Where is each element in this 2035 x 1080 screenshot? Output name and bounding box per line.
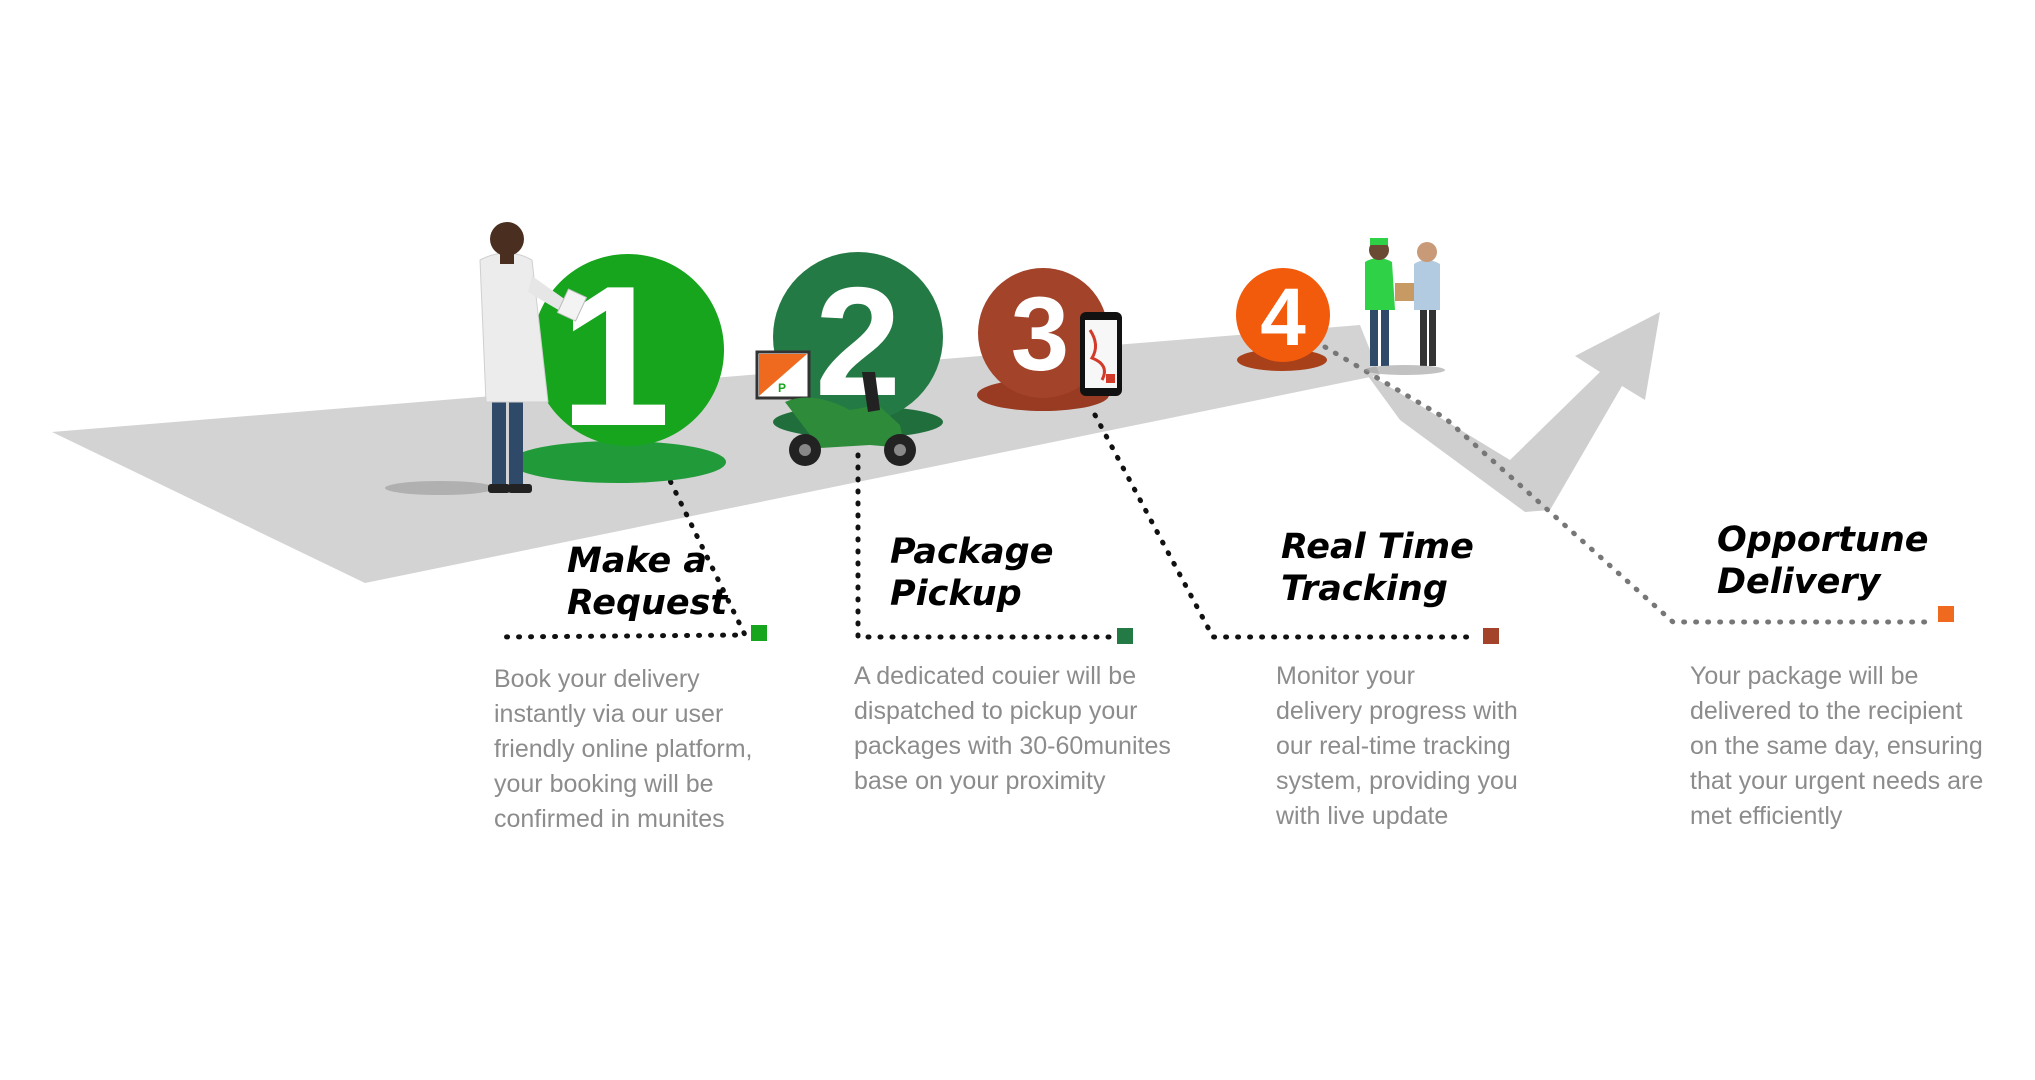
- end-box-1: [751, 625, 767, 641]
- connector-line-1: [495, 457, 749, 640]
- step-1-desc-line: confirmed in munites: [494, 805, 725, 833]
- phone-map-icon: [1080, 312, 1122, 396]
- end-box-3: [1483, 628, 1499, 644]
- step-2-desc-line: dispatched to pickup your: [854, 697, 1138, 725]
- step-3-desc-line: our real-time tracking: [1276, 732, 1511, 760]
- step-3-desc-line: Monitor your: [1276, 662, 1415, 690]
- end-box-2: [1117, 628, 1133, 644]
- step-3-desc-line: delivery progress with: [1276, 697, 1518, 725]
- step-1-number: 1: [559, 245, 670, 468]
- step-3-title-line-2: Tracking: [1281, 569, 1448, 609]
- step-3-number: 3: [1011, 276, 1069, 393]
- connector-line-3: [1092, 412, 1478, 640]
- step-2-circle: [773, 252, 943, 422]
- step-2-desc-line: packages with 30-60munites: [854, 732, 1171, 760]
- step-1-shadow: [510, 441, 726, 483]
- step-3-title: Real Time Tracking: [1281, 526, 1474, 610]
- step-3-circle: [978, 268, 1108, 398]
- step-4-desc-line: that your urgent needs are: [1690, 767, 1984, 795]
- step-2-title-line-2: Pickup: [890, 574, 1022, 614]
- step-1-description: Book your delivery instantly via our use…: [494, 662, 752, 837]
- step-2-desc-line: base on your proximity: [854, 767, 1106, 795]
- step-1-title-line-2: Request: [567, 583, 728, 623]
- step-4-desc-line: met efficiently: [1690, 802, 1843, 830]
- step-4-title-line-2: Delivery: [1717, 562, 1881, 602]
- step-3-desc-line: with live update: [1276, 802, 1449, 830]
- step-2-number: 2: [815, 255, 901, 428]
- step-4-circle: [1236, 268, 1330, 362]
- step-1-title-line-1: Make a: [567, 541, 708, 581]
- connector-line-2: [855, 452, 1113, 640]
- courier-handoff-figure: [1365, 238, 1445, 375]
- growth-arrow-icon: [1365, 312, 1660, 512]
- scooter-icon: P: [755, 350, 916, 466]
- step-2-title-line-1: Package: [890, 532, 1054, 572]
- step-1-desc-line: instantly via our user: [494, 700, 724, 728]
- step-4-desc-line: on the same day, ensuring: [1690, 732, 1983, 760]
- step-1-desc-line: friendly online platform,: [494, 735, 753, 763]
- step-4-desc-line: Your package will be: [1690, 662, 1919, 690]
- step-4-number: 4: [1260, 272, 1306, 363]
- step-2-title: Package Pickup: [890, 531, 1053, 615]
- step-4-title-line-1: Opportune: [1717, 520, 1929, 560]
- step-3-description: Monitor your delivery progress with our …: [1276, 659, 1518, 834]
- step-1-desc-line: your booking will be: [494, 770, 714, 798]
- step-1-desc-line: Book your delivery: [494, 665, 700, 693]
- step-1-title: Make a Request: [567, 540, 727, 624]
- connector-line-4: [1322, 344, 1938, 625]
- step-2-description: A dedicated couier will be dispatched to…: [854, 659, 1171, 799]
- step-2-desc-line: A dedicated couier will be: [854, 662, 1137, 690]
- step-4-description: Your package will be delivered to the re…: [1690, 659, 1983, 834]
- step-3-desc-line: system, providing you: [1276, 767, 1518, 795]
- svg-text:P: P: [778, 381, 786, 395]
- end-box-4: [1938, 606, 1954, 622]
- step-4-title: Opportune Delivery: [1717, 519, 1928, 603]
- step-3-title-line-1: Real Time: [1281, 527, 1474, 567]
- step-4-desc-line: delivered to the recipient: [1690, 697, 1963, 725]
- doctor-figure: [385, 222, 588, 495]
